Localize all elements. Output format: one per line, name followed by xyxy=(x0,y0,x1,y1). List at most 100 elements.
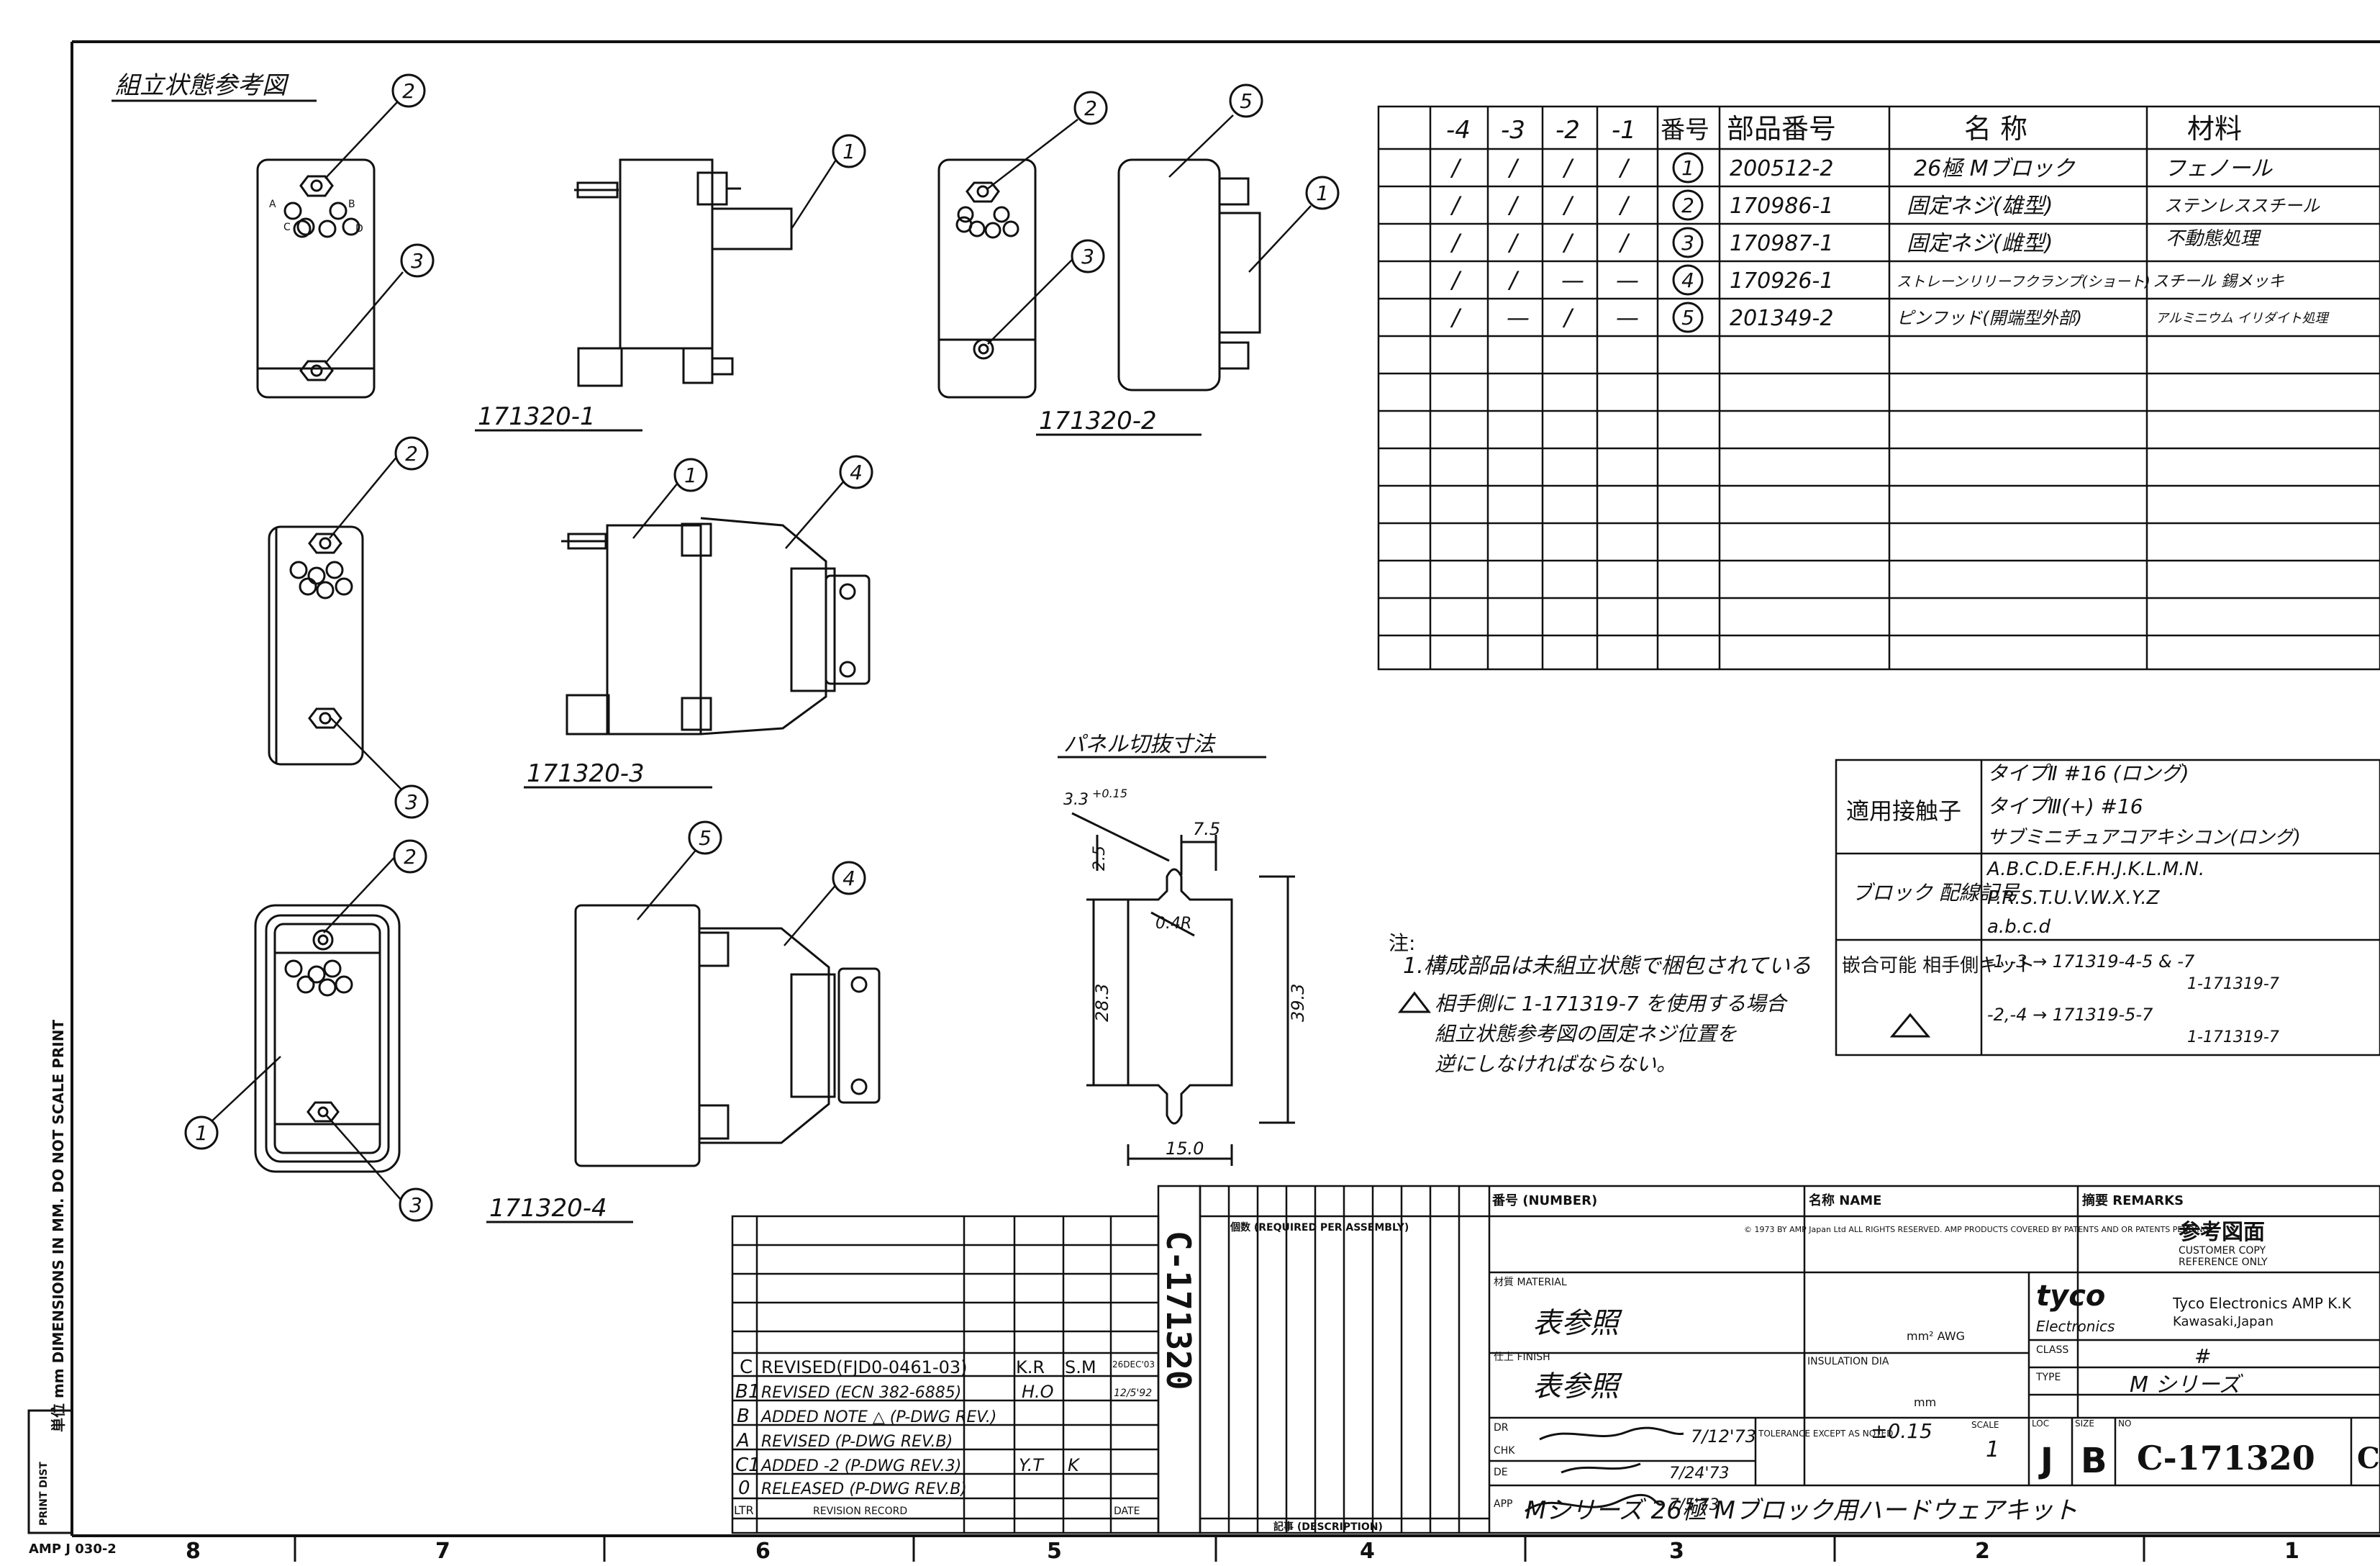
view-171320-1 xyxy=(256,158,793,399)
contact-letters: A B C D xyxy=(269,199,363,235)
bom-row-2: / / / / 2 170986-1 固定ネジ(雄型) ステンレススチール xyxy=(1450,189,2320,221)
bom-r2-c1: / xyxy=(1618,191,1630,219)
rev-b1-desc: REVISED (ECN 382-6885) xyxy=(761,1384,961,1402)
bom-r3-part: 170987-1 xyxy=(1730,231,1833,256)
bom-h-1: -1 xyxy=(1612,116,1636,145)
bom-r3-c4: / xyxy=(1450,229,1462,256)
tb-name-label: 名称 NAME xyxy=(1809,1192,1881,1208)
tb-ins-label: INSULATION DIA xyxy=(1807,1356,1889,1367)
bom-r4-c4: / xyxy=(1450,266,1462,294)
tb-desc-label: 記事 (DESCRIPTION) xyxy=(1273,1521,1383,1533)
view-171320-4 xyxy=(254,904,881,1173)
dim-0-4r: 0.4R xyxy=(1155,915,1191,933)
rev-c-ltr: C xyxy=(740,1357,753,1378)
balloon-4-v3: 4 xyxy=(850,461,863,484)
tb-brand-sub: Electronics xyxy=(2036,1318,2115,1335)
tb-material-label: 材質 MATERIAL xyxy=(1494,1277,1567,1288)
zone-numbers xyxy=(294,1536,2145,1562)
tb-class-label: CLASS xyxy=(2036,1344,2068,1356)
bom-r4-name: ストレーンリリーフクランプ(ショート) xyxy=(1897,273,2150,290)
rev-b1-ltr: B1 xyxy=(735,1381,760,1403)
bom-r1-no: 1 xyxy=(1681,156,1694,180)
revision-rows: C REVISED(FJD0-0461-03) K.R S.M 26DEC'03… xyxy=(734,1357,1155,1517)
rev-b1-by: H.O xyxy=(1022,1382,1054,1402)
rev-footer-date: DATE xyxy=(1114,1506,1140,1517)
dim-15-0: 15.0 xyxy=(1166,1139,1204,1159)
bom-h-mat: 材料 xyxy=(2187,113,2242,145)
note-2b: 組立状態参考図の固定ネジ位置を xyxy=(1435,1022,1737,1046)
margin-note: 単位 mm DIMENSIONS IN MM. DO NOT SCALE PRI… xyxy=(50,1020,67,1432)
bom-r1-c2: / xyxy=(1562,154,1574,181)
contact-letter-b: B xyxy=(348,199,355,210)
rev-a-desc: REVISED (P-DWG REV.B) xyxy=(761,1433,953,1451)
rev-c-desc: REVISED(FJD0-0461-03) xyxy=(761,1357,968,1377)
tb-wire-label: mm² AWG xyxy=(1907,1329,1965,1343)
sheet-border xyxy=(71,40,2380,1537)
tb-finish-label: 仕上 FINISH xyxy=(1494,1352,1550,1363)
tb-remarks-label: 摘要 REMARKS xyxy=(2082,1192,2184,1208)
bom-r1-mat: フェノール xyxy=(2164,156,2273,181)
tb-loc-label: LOC xyxy=(2032,1418,2049,1429)
rev-c-chk: S.M xyxy=(1065,1357,1096,1377)
bom-r4-part: 170926-1 xyxy=(1730,268,1833,294)
rev-c-date: 26DEC'03 xyxy=(1112,1359,1155,1370)
note-2-delta xyxy=(1397,991,1432,1013)
bom-r2-no: 2 xyxy=(1681,194,1694,217)
applicable-val-3a: -1 -3 → 171319-4-5 & -7 xyxy=(1987,951,2195,972)
bom-r2-c2: / xyxy=(1562,191,1574,219)
tb-app-label: APP xyxy=(1494,1498,1512,1510)
tb-dr-date: 7/12'73 xyxy=(1691,1426,1756,1447)
balloon-2-v4: 2 xyxy=(404,845,417,869)
dim-39-3: 39.3 xyxy=(1288,984,1308,1022)
bom-r3-c1: / xyxy=(1618,229,1630,256)
tb-copyright: © 1973 BY AMP Japan Ltd ALL RIGHTS RESER… xyxy=(1744,1225,2209,1234)
revision-block-grid xyxy=(731,1185,1202,1534)
bom-r2-mat: ステンレススチール xyxy=(2164,196,2320,216)
view-label-1: 171320-1 xyxy=(478,402,596,431)
view-171320-3 xyxy=(268,517,871,766)
view-label-3: 171320-3 xyxy=(527,759,645,788)
applicable-val-3d: 1-171319-7 xyxy=(2187,1028,2279,1046)
bom-row-5: / — / — 5 201349-2 ピンフッド(開端型外部) アルミニウム イ… xyxy=(1450,302,2330,333)
applicable-val-2a: A.B.C.D.E.F.H.J.K.L.M.N. xyxy=(1986,859,2204,880)
bom-r1-c4: / xyxy=(1450,154,1462,181)
tb-chk-label: CHK xyxy=(1494,1445,1515,1457)
tb-company: Tyco Electronics AMP K.K xyxy=(2172,1295,2352,1312)
signature-dr xyxy=(1539,1426,1684,1441)
bom-r3-name: 固定ネジ(雌型) xyxy=(1907,231,2053,256)
rev-footer-ltr: LTR xyxy=(734,1503,754,1517)
bom-r4-mat: スチール 錫メッキ xyxy=(2153,273,2284,291)
balloon-3-v1: 3 xyxy=(411,249,424,273)
applicable-val-3b: 1-171319-7 xyxy=(2187,975,2279,993)
bom-r1-name: 26極 Mブロック xyxy=(1914,156,2076,181)
contact-letter-a: A xyxy=(269,199,276,210)
applicable-label-2: ブロック 配線記号 xyxy=(1852,881,2021,905)
bom-r3-mat: 不動態処理 xyxy=(2166,228,2262,250)
tb-number-label: 番号 (NUMBER) xyxy=(1491,1193,1597,1208)
balloon-1-v2: 1 xyxy=(1316,181,1329,205)
bom-r3-c2: / xyxy=(1562,229,1574,256)
dim-hole-tol: +0.15 xyxy=(1092,787,1127,800)
zone-1: 1 xyxy=(2284,1539,2299,1564)
rev-c-by: K.R xyxy=(1016,1357,1045,1377)
rev-c1-chk: K xyxy=(1068,1455,1081,1475)
dim-28-3: 28.3 xyxy=(1092,984,1112,1022)
bom-table-grid xyxy=(1377,105,2380,671)
tb-type-value: M シリーズ xyxy=(2130,1372,2243,1398)
rev-b-desc: ADDED NOTE △ (P-DWG REV.) xyxy=(760,1408,996,1426)
tb-type-label: TYPE xyxy=(2035,1372,2061,1383)
margin-print-dist: PRINT DIST xyxy=(38,1462,50,1526)
zone-2: 2 xyxy=(1975,1539,1990,1564)
side-drawing-number: C-171320 xyxy=(1159,1231,1198,1390)
applicable-val-2b: P.R.S.T.U.V.W.X.Y.Z xyxy=(1987,887,2161,909)
bom-r5-c1: — xyxy=(1616,304,1639,331)
bom-r5-c3: — xyxy=(1507,304,1530,331)
rev-b1-date: 12/5'92 xyxy=(1114,1388,1152,1399)
dim-2-5: 2.5 xyxy=(1091,846,1109,871)
rev-c1-desc: ADDED -2 (P-DWG REV.3) xyxy=(760,1457,961,1475)
rev-0-desc: RELEASED (P-DWG REV.B) xyxy=(761,1480,967,1498)
tb-dr-label: DR xyxy=(1494,1422,1509,1434)
contact-letter-d: D xyxy=(355,223,363,235)
rev-a-ltr: A xyxy=(735,1430,750,1452)
